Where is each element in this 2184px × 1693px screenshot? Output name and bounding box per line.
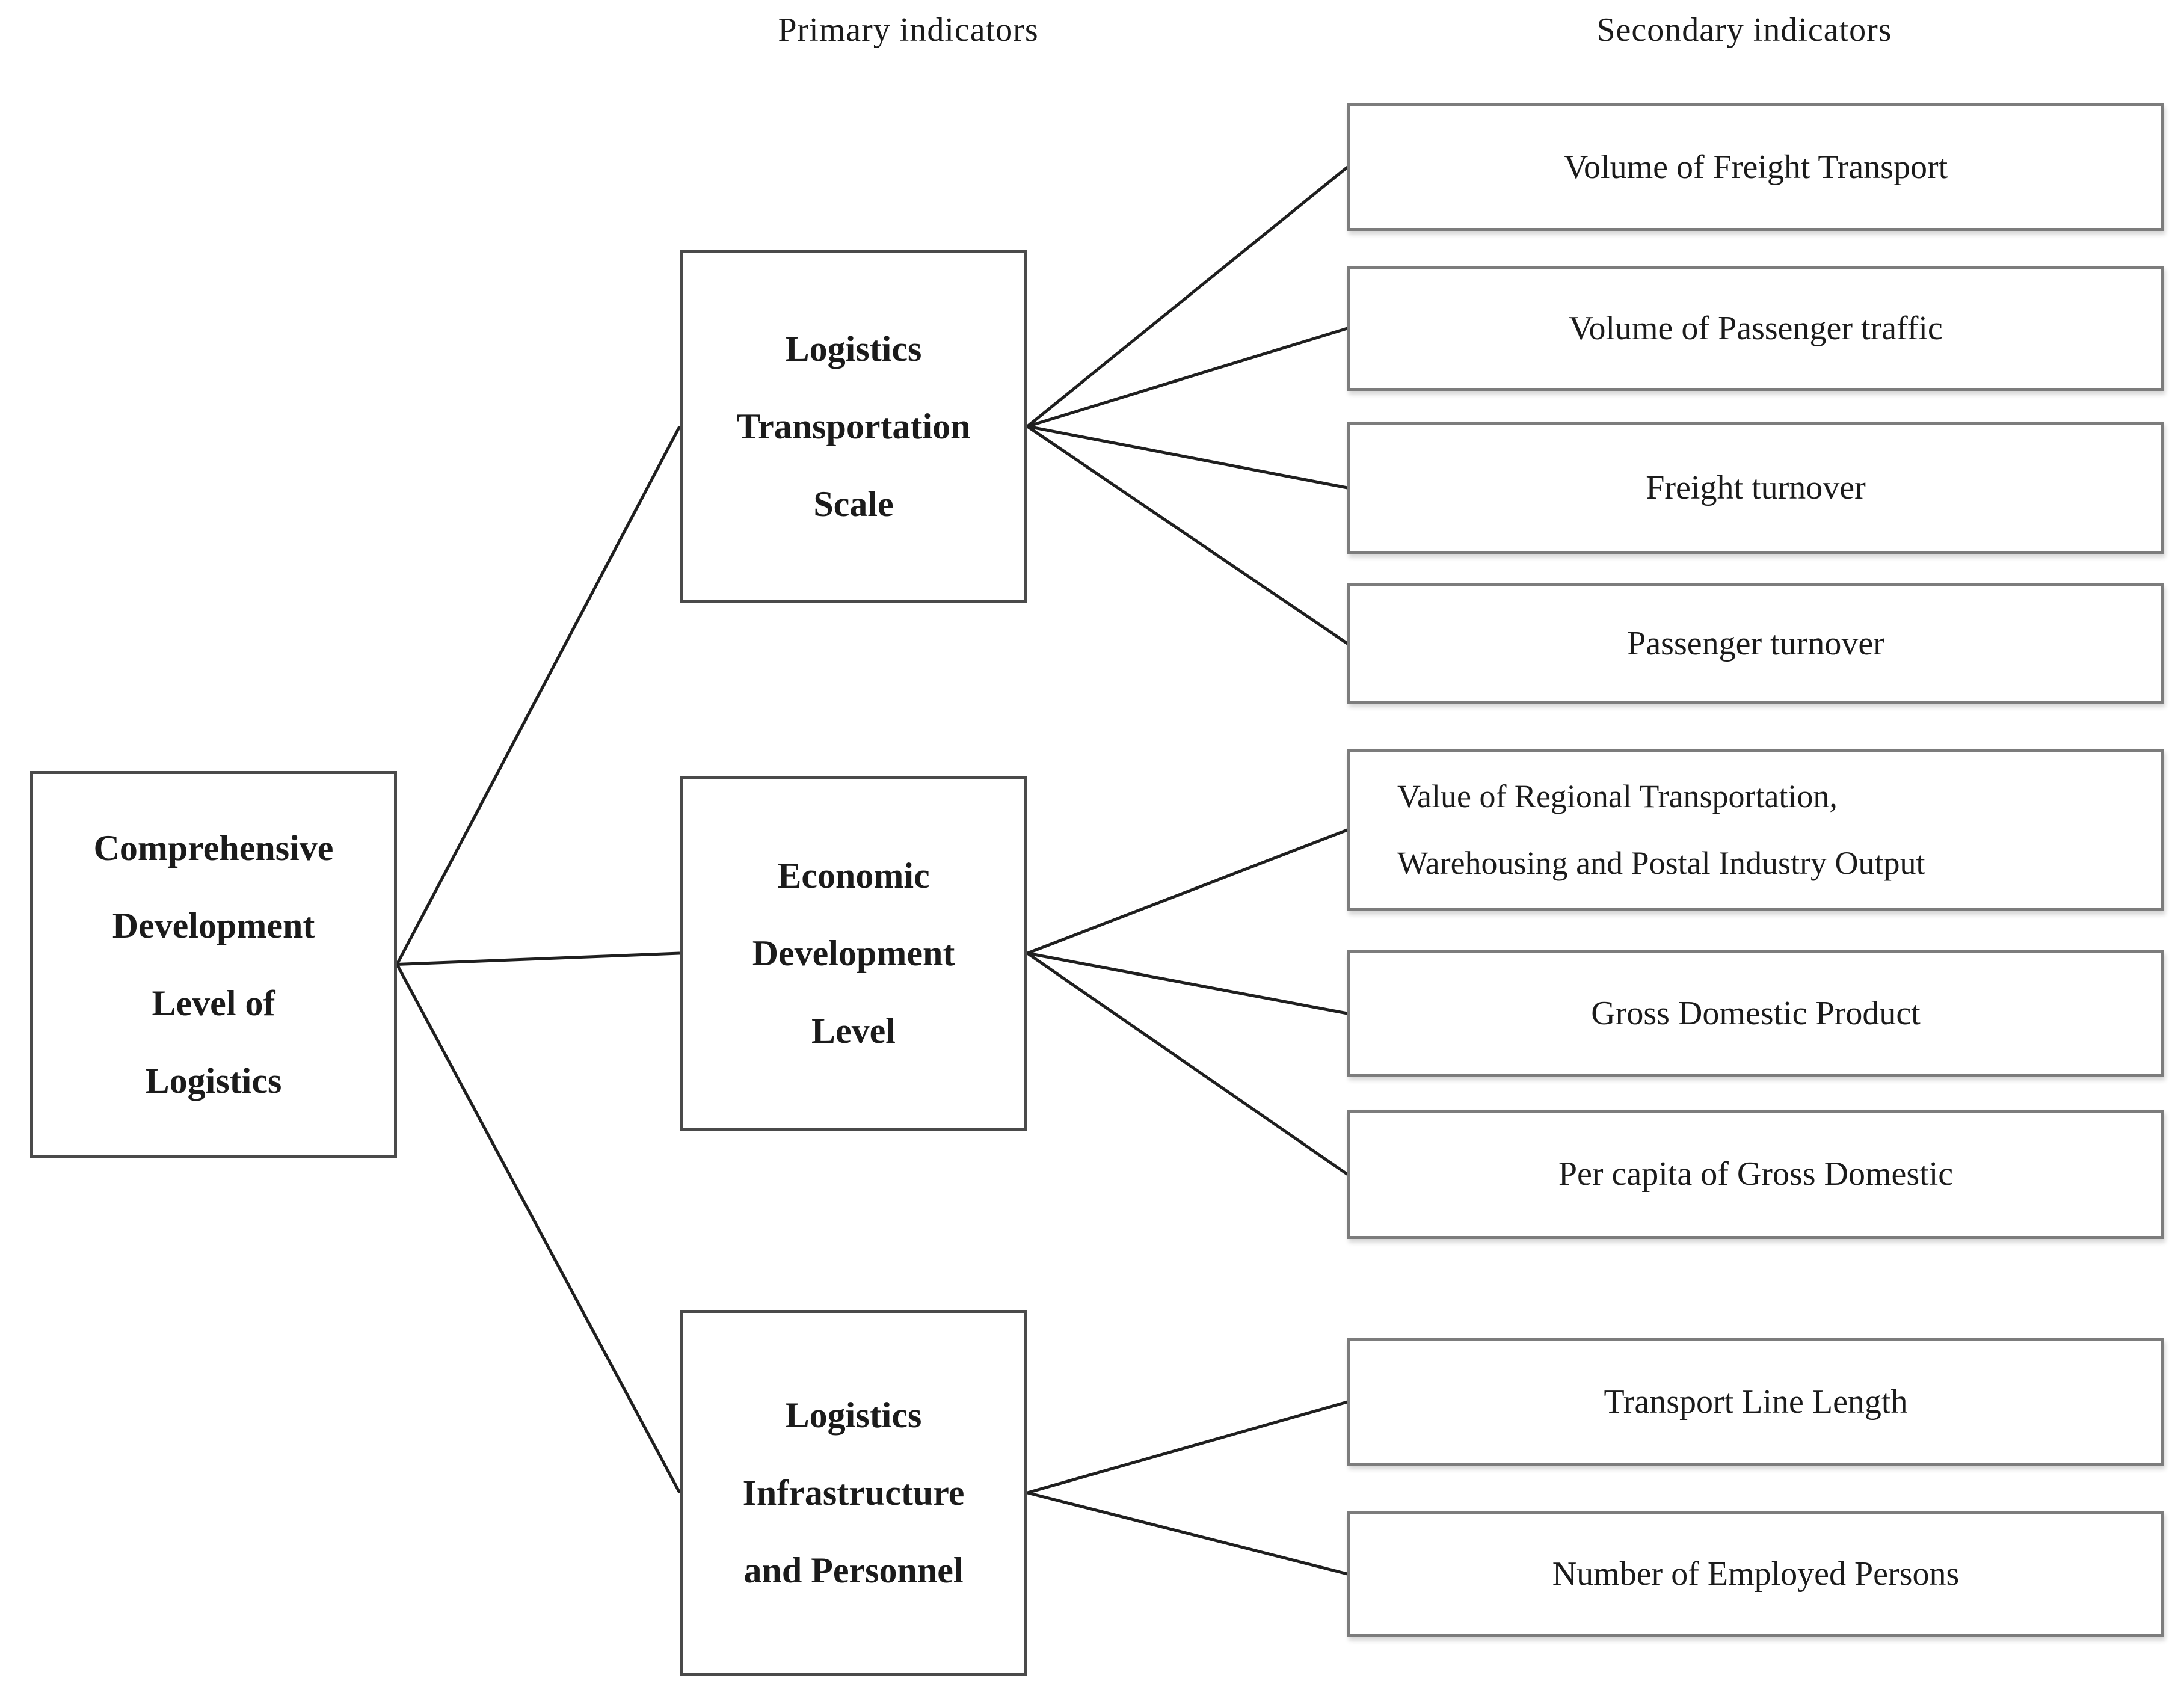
node-label-line: Level of [152, 983, 275, 1023]
node-label-line: Per capita of Gross Domestic [1558, 1155, 1954, 1193]
node-label-line: Scale [813, 484, 894, 524]
node-label-line: Comprehensive [93, 828, 334, 868]
node-label-line: Logistics [785, 328, 922, 369]
secondary-node-box-s8: Transport Line Length [1347, 1338, 2164, 1466]
node-label-line: Volume of Freight Transport [1563, 148, 1948, 186]
secondary-node-box-s7: Per capita of Gross Domestic [1347, 1110, 2164, 1239]
secondary-node-box-s9: Number of Employed Persons [1347, 1511, 2164, 1637]
secondary-node-box-s4: Passenger turnover [1347, 583, 2164, 704]
node-label-line: and Personnel [743, 1550, 964, 1590]
connector-line-root-p2 [396, 951, 680, 966]
secondary-node-box-s1: Volume of Freight Transport [1347, 103, 2164, 231]
node-label-line: Economic [777, 855, 930, 896]
node-label-line: Infrastructure [742, 1472, 965, 1513]
node-label-line: Logistics [145, 1060, 282, 1101]
node-label-line: Development [752, 933, 955, 973]
connector-line-p1-s2 [1027, 327, 1348, 428]
node-label-line: Volume of Passenger traffic [1569, 309, 1943, 347]
node-label-line: Value of Regional Transportation, [1397, 778, 1838, 815]
node-label-line: Development [112, 905, 315, 945]
connector-line-p1-s1 [1026, 166, 1349, 428]
node-label-line: Freight turnover [1646, 469, 1866, 506]
node-label-line: Number of Employed Persons [1552, 1555, 1960, 1593]
secondary-node-box-s6: Gross Domestic Product [1347, 950, 2164, 1077]
node-label-line: Warehousing and Postal Industry Output [1397, 845, 1925, 881]
secondary-node-box-s2: Volume of Passenger traffic [1347, 266, 2164, 391]
primary-indicators-header: Primary indicators [778, 11, 1039, 49]
secondary-node-box-s3: Freight turnover [1347, 422, 2164, 554]
secondary-node-box-s5: Value of Regional Transportation, Warehou… [1347, 749, 2164, 911]
connector-line-p1-s4 [1026, 425, 1349, 645]
connector-line-p2-s6 [1027, 951, 1348, 1015]
node-label-line: Logistics [785, 1395, 922, 1435]
connector-line-p2-s5 [1027, 828, 1348, 955]
connector-line-root-p1 [395, 425, 681, 965]
node-label-line: Gross Domestic Product [1591, 994, 1921, 1032]
node-label-line: Passenger turnover [1627, 624, 1884, 662]
connector-line-p1-s3 [1027, 425, 1348, 490]
node-label-line: Transportation [736, 406, 971, 446]
connector-line-root-p3 [395, 963, 681, 1494]
node-label-line: Level [811, 1010, 896, 1051]
connector-line-p2-s7 [1026, 951, 1349, 1176]
connector-line-p3-s9 [1027, 1491, 1348, 1576]
secondary-indicators-header: Secondary indicators [1596, 11, 1892, 49]
node-label-line: Transport Line Length [1604, 1383, 1908, 1421]
connector-line-p3-s8 [1027, 1400, 1348, 1495]
